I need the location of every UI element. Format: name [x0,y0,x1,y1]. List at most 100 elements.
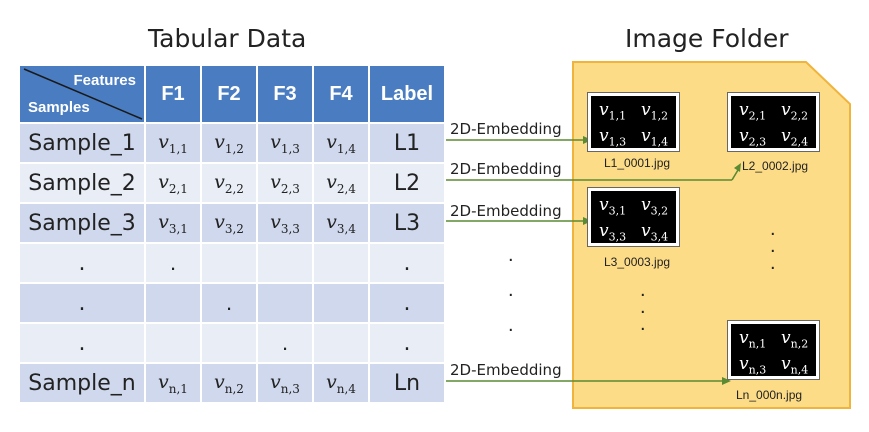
feature-symbol: v [270,170,281,193]
tile-value: v2,2 [781,100,808,122]
ellipsis-col1-1: . [640,279,646,301]
feature-symbol: v [214,170,225,193]
feature-subscript: 3,4 [336,221,356,236]
feature-value-cell: v2,1 [144,162,202,204]
feature-symbol: v [270,130,281,153]
tile-symbol: v [599,100,609,120]
feature-subscript: 2,4 [336,181,356,196]
tile-symbol: v [781,100,791,120]
table-row: ... [18,282,446,324]
tile-value: v3,2 [641,195,668,217]
feature-value-cell: v3,2 [200,202,258,244]
tile-symbol: v [781,328,791,348]
table-row: ... [18,322,446,364]
header-row: Features Samples F1 F2 F3 F4 Label [18,64,446,124]
feature-subscript: 3,2 [224,221,244,236]
tile-value: v3,4 [641,221,668,243]
feature-ellipsis-cell: . [256,322,314,364]
image-folder-title: Image Folder [625,24,789,53]
header-label: Label [368,64,446,124]
feature-ellipsis-cell [144,282,202,324]
arrowhead-n [722,377,731,385]
feature-subscript: n,1 [168,381,188,396]
feature-symbol: v [326,210,337,233]
tile-symbol: v [781,126,791,146]
tile-value: v3,3 [599,221,626,243]
feature-ellipsis-cell [312,282,370,324]
tile-value: vn,4 [781,354,808,376]
sample-name-cell: Sample_2 [18,162,146,204]
corner-features-label: Features [73,72,136,89]
tile-value: v1,2 [641,100,668,122]
feature-subscript: n,4 [336,381,356,396]
tile-symbol: v [599,221,609,241]
feature-value-cell: vn,4 [312,362,370,404]
corner-diagonal [23,68,143,120]
tile-subscript: 3,3 [608,230,627,244]
label-cell: L3 [368,202,446,244]
tile-subscript: 1,4 [650,135,669,149]
feature-subscript: 1,4 [336,141,356,156]
feature-ellipsis-cell [200,322,258,364]
image-filename: L2_0002.jpg [742,159,809,173]
feature-subscript: 3,3 [280,221,300,236]
feature-value-cell: v1,1 [144,122,202,164]
feature-subscript: 1,2 [224,141,244,156]
label-cell: . [368,322,446,364]
feature-subscript: 3,1 [168,221,188,236]
feature-value-cell: v2,2 [200,162,258,204]
feature-ellipsis-cell [312,322,370,364]
feature-ellipsis-cell: . [200,282,258,324]
tile-value: v1,3 [599,126,626,148]
sample-name-cell: . [18,322,146,364]
tile-subscript: 2,3 [748,135,767,149]
tile-symbol: v [739,354,749,374]
tile-subscript: 2,2 [790,109,809,123]
feature-value-cell: v1,2 [200,122,258,164]
tabular-data-title: Tabular Data [148,24,307,53]
ellipsis-arrows-3: . [508,314,514,336]
embedding-label-1: 2D-Embedding [450,120,562,138]
tile-subscript: n,1 [748,337,767,351]
tile-subscript: 2,4 [790,135,809,149]
feature-symbol: v [326,170,337,193]
sample-name-cell: . [18,242,146,284]
tile-value: vn,1 [739,328,766,350]
tile-symbol: v [641,221,651,241]
feature-value-cell: v1,3 [256,122,314,164]
image-filename: L3_0003.jpg [604,255,671,269]
tile-symbol: v [739,100,749,120]
feature-symbol: v [158,170,169,193]
ellipsis-col2-3: . [770,252,776,274]
tile-subscript: n,2 [790,337,809,351]
header-f1: F1 [144,64,202,124]
feature-value-cell: vn,3 [256,362,314,404]
feature-symbol: v [214,370,225,393]
tile-symbol: v [781,354,791,374]
feature-symbol: v [326,130,337,153]
ellipsis-col1-3: . [640,313,646,335]
tile-value: vn,2 [781,328,808,350]
feature-subscript: 2,3 [280,181,300,196]
feature-symbol: v [158,210,169,233]
feature-ellipsis-cell [312,242,370,284]
tile-symbol: v [599,195,609,215]
arrowhead-1 [583,136,592,144]
header-f2: F2 [200,64,258,124]
feature-symbol: v [214,130,225,153]
corner-samples-label: Samples [28,99,90,116]
feature-symbol: v [158,370,169,393]
tabular-data-table: Features Samples F1 F2 F3 F4 Label Sampl… [18,64,446,404]
tile-subscript: 3,4 [650,230,669,244]
feature-symbol: v [214,210,225,233]
tile-value: vn,3 [739,354,766,376]
feature-value-cell: v1,4 [312,122,370,164]
feature-value-cell: v3,1 [144,202,202,244]
feature-value-cell: v2,4 [312,162,370,204]
